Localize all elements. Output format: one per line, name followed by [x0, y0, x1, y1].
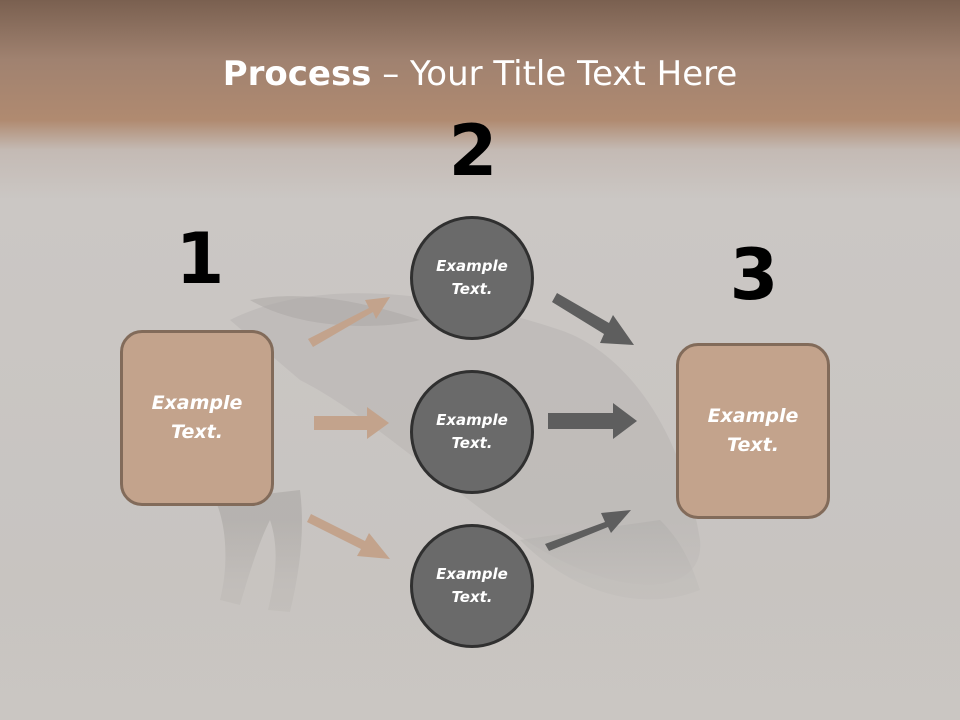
arrow-2a-to-3: [552, 293, 634, 345]
step-3-label: Example Text.: [707, 405, 799, 456]
step-number-1: 1: [175, 218, 225, 300]
title-bold: Process: [222, 54, 372, 94]
step-2-label-3: Example Text.: [436, 565, 508, 606]
slide-title: Process – Your Title Text Here: [0, 54, 960, 94]
arrow-1-to-2c: [307, 514, 390, 559]
step-number-3: 3: [729, 234, 779, 316]
step-number-2: 2: [448, 110, 498, 192]
arrow-1-to-2b: [314, 407, 389, 439]
step-1-box: Example Text.: [120, 330, 274, 506]
arrow-2b-to-3: [548, 403, 637, 439]
step-2-circle-1: Example Text.: [410, 216, 534, 340]
step-2-label-1: Example Text.: [436, 257, 508, 298]
step-2-circle-2: Example Text.: [410, 370, 534, 494]
title-rest: – Your Title Text Here: [371, 54, 738, 94]
arrow-2c-to-3: [545, 510, 631, 551]
step-2-label-2: Example Text.: [436, 411, 508, 452]
step-1-label: Example Text.: [151, 392, 243, 443]
step-3-box: Example Text.: [676, 343, 830, 519]
step-2-circle-3: Example Text.: [410, 524, 534, 648]
arrow-1-to-2a: [308, 297, 390, 347]
